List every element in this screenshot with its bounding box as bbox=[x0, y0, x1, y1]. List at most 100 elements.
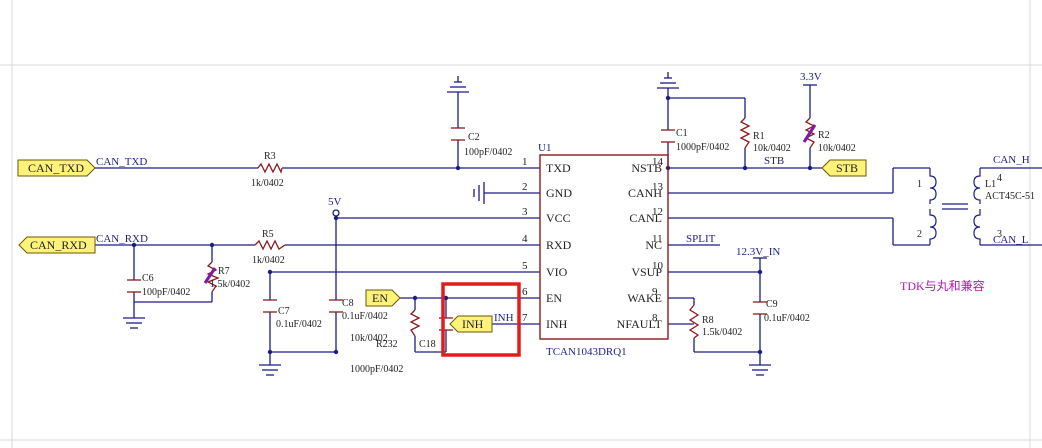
ic-pin-rxd: 4 RXD bbox=[522, 233, 572, 252]
svg-text:100pF/0402: 100pF/0402 bbox=[142, 287, 190, 298]
svg-text:RXD: RXD bbox=[546, 238, 572, 252]
capacitor-c9 bbox=[753, 301, 767, 315]
svg-text:STB: STB bbox=[836, 161, 858, 175]
svg-text:C6: C6 bbox=[142, 273, 154, 284]
compat-note: TDK与丸和兼容 bbox=[900, 278, 985, 293]
svg-text:11: 11 bbox=[652, 233, 663, 245]
svg-text:C1: C1 bbox=[676, 128, 688, 139]
ground-icon bbox=[749, 364, 771, 376]
svg-text:INH: INH bbox=[462, 317, 484, 331]
svg-text:1k/0402: 1k/0402 bbox=[251, 178, 284, 189]
svg-text:CANL: CANL bbox=[629, 211, 662, 225]
net-can-txd: CAN_TXD bbox=[96, 156, 147, 168]
svg-text:C7: C7 bbox=[278, 306, 290, 317]
power-3v3-label: 3.3V bbox=[800, 71, 822, 83]
choke-l1 bbox=[929, 168, 981, 245]
svg-text:R2: R2 bbox=[818, 130, 830, 141]
net-stb: STB bbox=[764, 155, 784, 167]
svg-text:4: 4 bbox=[522, 233, 528, 245]
svg-text:1000pF/0402: 1000pF/0402 bbox=[350, 364, 403, 375]
svg-text:7: 7 bbox=[522, 312, 528, 324]
capacitor-c8 bbox=[329, 299, 343, 313]
svg-text:R8: R8 bbox=[702, 315, 714, 326]
resistor-r3 bbox=[257, 162, 283, 174]
port-can-txd[interactable]: CAN_TXD bbox=[17, 159, 96, 177]
port-inh[interactable]: INH bbox=[449, 315, 493, 333]
svg-text:2: 2 bbox=[522, 181, 528, 193]
labels: CAN_TXD CAN_RXD CAN_H CAN_L STB SPLIT IN… bbox=[96, 71, 1035, 375]
svg-text:C18: C18 bbox=[419, 339, 436, 350]
ground-icon bbox=[123, 317, 145, 329]
net-inh: INH bbox=[494, 312, 514, 324]
resistor-r1 bbox=[739, 117, 751, 149]
probe-marks bbox=[203, 124, 817, 284]
svg-text:10k/0402: 10k/0402 bbox=[350, 333, 388, 344]
svg-text:R5: R5 bbox=[262, 229, 274, 240]
power-12v-label: 12.3V_IN bbox=[736, 246, 780, 258]
svg-text:VCC: VCC bbox=[546, 211, 571, 225]
capacitor-c2 bbox=[451, 127, 465, 141]
svg-text:14: 14 bbox=[652, 156, 664, 168]
svg-text:NFAULT: NFAULT bbox=[617, 317, 663, 331]
ground-icon bbox=[657, 72, 679, 89]
svg-text:3: 3 bbox=[997, 229, 1002, 240]
svg-text:1.5k/0402: 1.5k/0402 bbox=[702, 327, 742, 338]
svg-text:R3: R3 bbox=[264, 151, 276, 162]
svg-text:0.1uF/0402: 0.1uF/0402 bbox=[764, 313, 810, 324]
svg-text:6: 6 bbox=[522, 286, 528, 298]
ic-ref: U1 bbox=[538, 142, 551, 154]
svg-text:CAN_RXD: CAN_RXD bbox=[30, 238, 87, 252]
port-stb[interactable]: STB bbox=[821, 159, 867, 177]
svg-text:R7: R7 bbox=[218, 266, 230, 277]
svg-text:CANH: CANH bbox=[628, 186, 662, 200]
svg-text:EN: EN bbox=[546, 291, 562, 305]
svg-text:VSUP: VSUP bbox=[631, 265, 662, 279]
svg-text:INH: INH bbox=[546, 317, 568, 331]
svg-text:12: 12 bbox=[652, 206, 663, 218]
svg-text:5: 5 bbox=[522, 260, 528, 272]
passives bbox=[127, 117, 816, 339]
ground-icon bbox=[259, 364, 281, 376]
svg-text:R1: R1 bbox=[753, 131, 765, 142]
svg-text:C8: C8 bbox=[342, 298, 354, 309]
ic-part: TCAN1043DRQ1 bbox=[546, 346, 627, 358]
power-5v-label: 5V bbox=[328, 196, 342, 208]
ic-body bbox=[539, 154, 669, 340]
svg-text:1000pF/0402: 1000pF/0402 bbox=[676, 142, 729, 153]
svg-text:100pF/0402: 100pF/0402 bbox=[464, 147, 512, 158]
svg-text:NC: NC bbox=[645, 238, 662, 252]
resistor-r7 bbox=[206, 261, 220, 293]
svg-text:L1: L1 bbox=[985, 179, 996, 190]
ic-pin-txd: 1 TXD bbox=[522, 156, 571, 175]
svg-text:10k/0402: 10k/0402 bbox=[818, 143, 856, 154]
net-can-rxd: CAN_RXD bbox=[96, 233, 148, 245]
svg-text:CAN_TXD: CAN_TXD bbox=[28, 161, 84, 175]
svg-text:1: 1 bbox=[522, 156, 528, 168]
svg-text:1k/0402: 1k/0402 bbox=[252, 255, 285, 266]
svg-text:13: 13 bbox=[652, 181, 664, 193]
resistor-r5 bbox=[254, 239, 286, 251]
ground-symbols bbox=[123, 72, 817, 376]
svg-text:2: 2 bbox=[917, 229, 922, 240]
highlight-box bbox=[441, 282, 521, 357]
svg-text:8: 8 bbox=[652, 312, 658, 324]
svg-text:ACT45C-51: ACT45C-51 bbox=[985, 191, 1035, 202]
svg-text:TXD: TXD bbox=[546, 161, 571, 175]
port-can-rxd[interactable]: CAN_RXD bbox=[18, 236, 96, 254]
svg-text:EN: EN bbox=[372, 291, 388, 305]
port-en[interactable]: EN bbox=[365, 289, 401, 307]
svg-text:0.1uF/0402: 0.1uF/0402 bbox=[342, 311, 388, 322]
svg-text:9: 9 bbox=[652, 286, 658, 298]
svg-text:0.1uF/0402: 0.1uF/0402 bbox=[276, 319, 322, 330]
ground-icon bbox=[447, 76, 469, 93]
junctions bbox=[131, 95, 813, 355]
